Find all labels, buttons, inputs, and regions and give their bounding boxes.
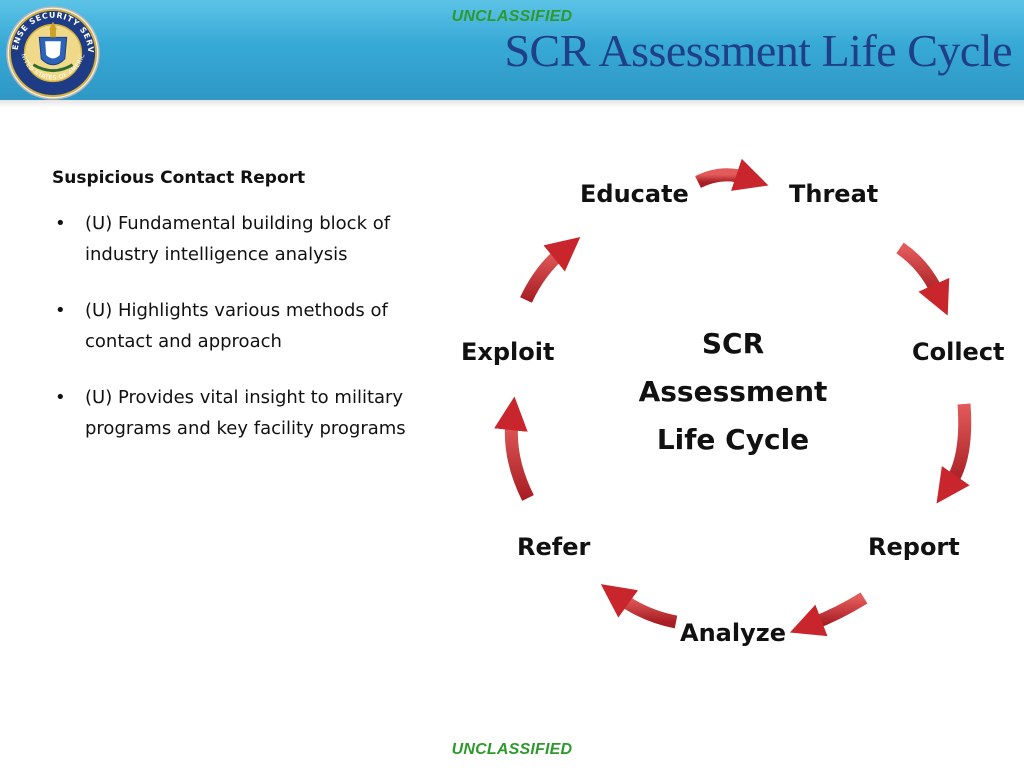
arrow-exploit-educate [520, 237, 581, 303]
arrow-educate-threat [695, 158, 769, 191]
bullet-icon: • [55, 300, 66, 321]
stage-educate: Educate [580, 180, 689, 208]
classification-banner-top: UNCLASSIFIED [451, 8, 573, 25]
classification-banner-bottom: UNCLASSIFIED [451, 741, 573, 758]
panel-heading: Suspicious Contact Report [52, 168, 306, 188]
arrow-analyze-refer [600, 584, 678, 629]
arrow-collect-report [936, 403, 972, 504]
life-cycle-diagram: Educate Threat Collect Report Analyze Re… [440, 140, 1024, 680]
arrow-threat-collect [896, 242, 950, 316]
stage-exploit: Exploit [461, 338, 555, 366]
bullet-item: • (U) Fundamental building block of indus… [52, 208, 447, 270]
arrow-report-analyze [789, 592, 868, 637]
center-label-line: Life Cycle [656, 423, 810, 456]
bullet-icon: • [55, 387, 66, 408]
header-shadow [0, 100, 1024, 108]
dss-seal-icon: DEFENSE SECURITY SERVICE UNITED STATES O… [4, 4, 100, 100]
stage-report: Report [868, 533, 960, 561]
bullet-item: • (U) Highlights various methods of conta… [52, 295, 447, 357]
bullet-text: (U) Highlights various methods of contac… [85, 300, 388, 352]
cycle-center-label: SCR Assessment Life Cycle [610, 320, 856, 464]
bullet-text: (U) Fundamental building block of indust… [85, 213, 391, 265]
arrow-refer-exploit [494, 396, 534, 501]
bullet-text: (U) Provides vital insight to military p… [85, 387, 406, 439]
suspicious-contact-report-panel: Suspicious Contact Report • (U) Fundament… [52, 168, 447, 469]
stage-refer: Refer [517, 533, 591, 561]
center-label-line: Assessment [638, 375, 828, 408]
stage-collect: Collect [912, 338, 1005, 366]
cycle-arrows [494, 158, 972, 637]
bullet-icon: • [55, 213, 66, 234]
bullet-item: • (U) Provides vital insight to military … [52, 382, 447, 444]
stage-analyze: Analyze [680, 619, 786, 647]
header-banner [0, 0, 1024, 100]
stage-threat: Threat [789, 180, 879, 208]
bullet-list: • (U) Fundamental building block of indus… [52, 208, 447, 444]
center-label-line: SCR [701, 327, 765, 360]
page-title: SCR Assessment Life Cycle [504, 25, 1012, 76]
